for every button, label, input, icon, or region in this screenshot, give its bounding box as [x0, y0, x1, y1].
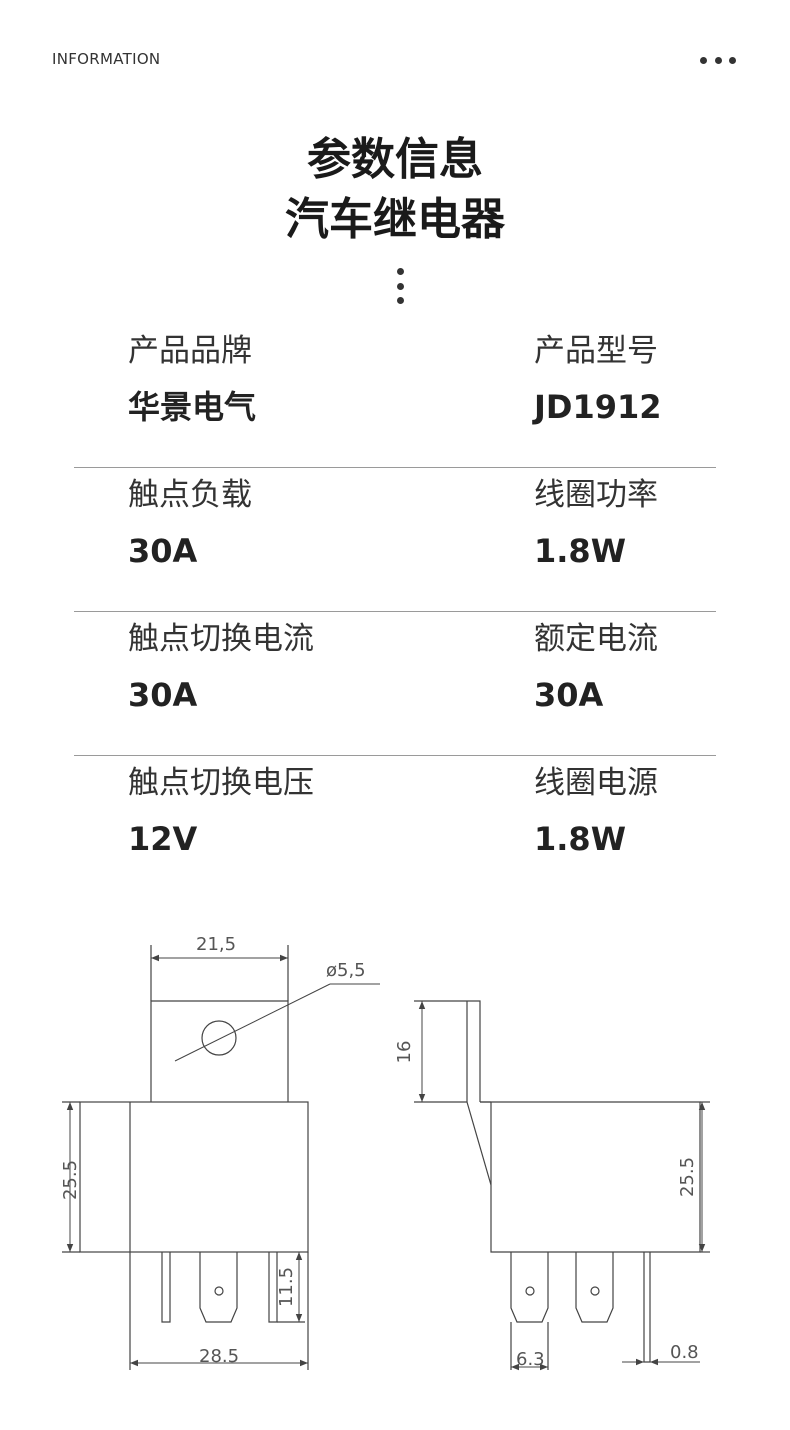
dim-hole: ø5,5 [326, 960, 366, 981]
spec-value: 30A [128, 532, 198, 570]
dot [729, 56, 736, 64]
spec-label: 触点切换电流 [128, 621, 314, 657]
spec-value: 30A [128, 676, 198, 714]
side-view [414, 1000, 710, 1370]
spec-label: 触点切换电压 [128, 765, 314, 801]
dot [700, 56, 707, 64]
dot [714, 56, 722, 64]
spec-row-4: 触点切换电压 12V 线圈电源 1.8W [74, 755, 716, 899]
spec-row-3: 触点切换电流 30A 额定电流 30A [74, 611, 716, 756]
more-vertical-icon [395, 268, 405, 304]
spec-value: 1.8W [534, 820, 626, 858]
dim-width-top: 21,5 [196, 934, 236, 955]
spec-row-1: 产品品牌 华景电气 产品型号 JD1912 [74, 323, 716, 468]
spec-label: 线圈功率 [534, 477, 658, 513]
spec-value: 12V [128, 820, 198, 858]
spec-label: 额定电流 [534, 621, 658, 657]
dim-height-left: 25.5 [60, 1160, 81, 1200]
spec-value: JD1912 [534, 388, 662, 426]
dim-tab-height: 16 [394, 1041, 415, 1064]
spec-value: 30A [534, 676, 604, 714]
spec-label: 产品品牌 [128, 333, 252, 369]
topbar-label: INFORMATION [52, 50, 161, 68]
dim-base-width: 28.5 [199, 1346, 239, 1367]
spec-label: 触点负载 [128, 477, 252, 513]
side-dimension-lines [418, 1001, 706, 1371]
dim-height-right: 25.5 [677, 1157, 698, 1197]
dim-pin-thickness: 0.8 [670, 1342, 699, 1363]
front-view [62, 945, 309, 1370]
dim-pin-width: 6.3 [516, 1349, 545, 1370]
spec-label: 线圈电源 [534, 765, 658, 801]
spec-label: 产品型号 [534, 333, 658, 369]
page-subtitle: 汽车继电器 [285, 194, 505, 245]
dim-pin-length: 11.5 [276, 1267, 297, 1307]
page-title: 参数信息 [307, 134, 483, 185]
spec-value: 1.8W [534, 532, 626, 570]
relay-dimension-drawing: 21,5 ø5,5 25.5 11.5 28.5 16 25.5 6.3 0.8 [60, 934, 710, 1371]
spec-row-2: 触点负载 30A 线圈功率 1.8W [74, 467, 716, 612]
spec-value: 华景电气 [128, 388, 257, 426]
front-dimension-lines [66, 954, 380, 1367]
more-horizontal-icon[interactable] [700, 56, 736, 64]
